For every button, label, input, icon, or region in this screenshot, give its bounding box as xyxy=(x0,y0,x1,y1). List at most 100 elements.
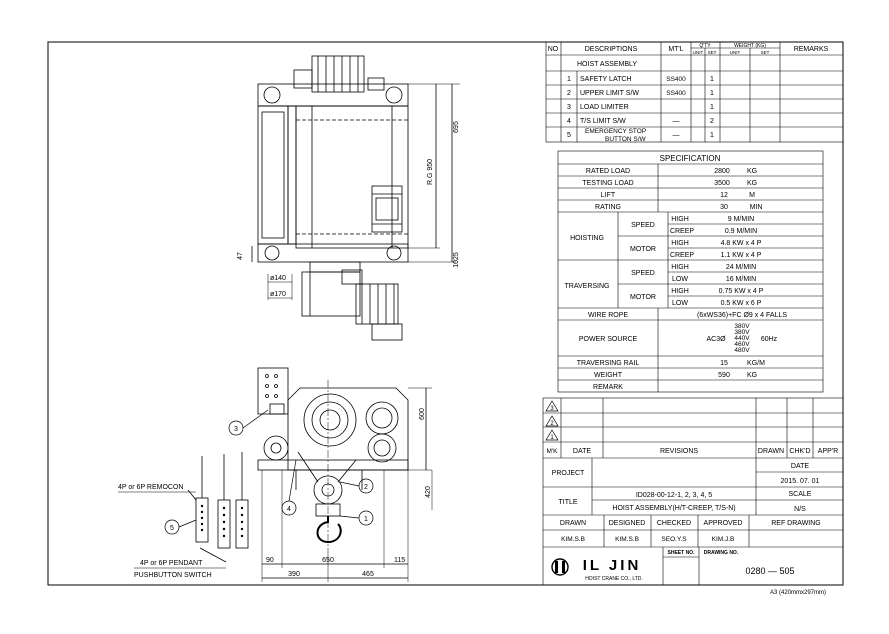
spec-rail-label: TRAVERSING RAIL xyxy=(577,360,640,367)
approved-header: APPROVED xyxy=(704,520,743,527)
bom-assembly: HOIST ASSEMBLY xyxy=(577,61,637,68)
spec-lift-label: LIFT xyxy=(601,192,616,199)
sheet-frame xyxy=(47,41,844,586)
callout-1: 1 xyxy=(364,516,368,523)
drawing-no-label: DRAWING NO. xyxy=(704,550,739,556)
bom-row-set: 1 xyxy=(710,104,714,111)
dim-600: 600 xyxy=(419,408,426,420)
spec-hoist-motor: MOTOR xyxy=(630,246,656,253)
spec-power-label: POWER SOURCE xyxy=(579,336,638,343)
rev-h-mk: M'K xyxy=(547,448,559,455)
dim-950: R.G 950 xyxy=(427,159,434,185)
bom-table xyxy=(545,41,844,143)
dim-115: 115 xyxy=(394,557,405,564)
rev-h-revisions: REVISIONS xyxy=(660,448,698,455)
title-line2: HOIST ASSEMBLY(H/T-CREEP, T/S-N) xyxy=(612,505,735,512)
bom-row-no: 5 xyxy=(567,132,571,139)
scale-label: SCALE xyxy=(789,491,812,498)
spec-testing-load-unit: KG xyxy=(747,180,757,187)
spec-trav-speed: SPEED xyxy=(631,270,655,277)
callout-2: 2 xyxy=(364,484,368,491)
spec-testing-load-value: 3500 xyxy=(714,180,730,187)
bom-row-no: 2 xyxy=(567,90,571,97)
bom-row-no: 1 xyxy=(567,76,571,83)
dim-1025: 1025 xyxy=(453,252,460,268)
revision-triangle-icon xyxy=(545,429,559,441)
bom-row-desc: SAFETY LATCH xyxy=(580,76,631,83)
spec-t-speed-high-label: HIGH xyxy=(671,264,689,271)
rev-h-appr: APP'R xyxy=(818,448,838,455)
spec-weight-unit: KG xyxy=(747,372,757,379)
hoist-front-view xyxy=(257,367,433,582)
bom-row-mtl: SS400 xyxy=(666,90,686,97)
spec-rated-load-value: 2800 xyxy=(714,168,730,175)
sheet-size-note: A3 (420mmx297mm) xyxy=(770,590,827,596)
company-name: IL JIN xyxy=(583,557,642,574)
callout-3: 3 xyxy=(234,426,238,433)
drawing-no-value: 0280 — 505 xyxy=(745,566,794,576)
dim-695: 695 xyxy=(453,121,460,133)
dim-90: 90 xyxy=(266,557,274,564)
remocon-label: 4P or 6P REMOCON xyxy=(118,484,184,491)
drawn-value: KIM.S.B xyxy=(561,536,585,543)
designed-value: KIM.S.B xyxy=(615,536,639,543)
spec-table xyxy=(557,150,824,393)
drawn-header: DRAWN xyxy=(560,520,586,527)
bom-row-no: 3 xyxy=(567,104,571,111)
spec-traversing: TRAVERSING xyxy=(565,283,610,290)
spec-h-speed-high: 9 M/MIN xyxy=(728,216,754,223)
revision-triangle-icon xyxy=(545,415,559,427)
spec-power-prefix: AC3Ø xyxy=(706,336,726,343)
bom-row-desc: LOAD LIMITER xyxy=(580,104,629,111)
bom-row-set: 1 xyxy=(710,90,714,97)
bom-row-mtl: — xyxy=(673,132,680,139)
dim-47: 47 xyxy=(237,252,244,260)
dim-phi140: ø140 xyxy=(270,275,286,282)
rev-mark: 3 xyxy=(550,406,554,412)
bom-h-mtl: MT'L xyxy=(668,46,683,53)
bom-row-desc: EMERGENCY STOP xyxy=(585,128,646,135)
bom-h-qty-set: SET xyxy=(708,50,717,55)
spec-testing-load-label: TESTING LOAD xyxy=(582,180,633,187)
spec-power-v3: 440V xyxy=(734,335,750,342)
callout-4: 4 xyxy=(287,506,291,513)
spec-rated-load-unit: KG xyxy=(747,168,757,175)
dim-390: 390 xyxy=(288,571,300,578)
spec-t-motor-high: 0.75 KW x 4 P xyxy=(719,288,764,295)
checked-value: SEO.Y.S xyxy=(661,536,687,543)
spec-t-motor-low-label: LOW xyxy=(672,300,688,307)
spec-h-speed-high-label: HIGH xyxy=(671,216,689,223)
title-block xyxy=(542,397,844,586)
spec-rating-value: 30 xyxy=(720,204,728,211)
date-value: 2015. 07. 01 xyxy=(781,478,820,485)
ref-drawing-header: REF DRAWING xyxy=(771,520,821,527)
bom-h-w-set: SET xyxy=(761,50,770,55)
spec-power-v4: 460V xyxy=(734,341,750,348)
bom-row-desc: T/S LIMIT S/W xyxy=(580,118,626,125)
spec-rail-value: 15 xyxy=(720,360,728,367)
bom-row-mtl: SS400 xyxy=(666,76,686,83)
spec-power-v1: 380V xyxy=(734,323,750,330)
rev-h-drawn: DRAWN xyxy=(758,448,784,455)
scale-value: N/S xyxy=(794,506,806,513)
spec-lift-value: 12 xyxy=(720,192,728,199)
bom-h-weight: WEIGHT (KG) xyxy=(734,43,766,49)
spec-wire-rope-value: (6xWS36)+FC Ø9 x 4 FALLS xyxy=(697,312,787,319)
spec-t-speed-high: 24 M/MIN xyxy=(726,264,756,271)
callouts xyxy=(164,409,374,535)
bom-h-w-unit: UNIT xyxy=(730,50,741,55)
sheet-no-label: SHEET NO. xyxy=(668,550,696,556)
dim-465: 465 xyxy=(362,571,374,578)
pendant-switches xyxy=(187,452,249,563)
approved-value: KIM.J.B xyxy=(712,536,735,543)
designed-header: DESIGNED xyxy=(609,520,646,527)
spec-rail-unit: KG/M xyxy=(747,360,765,367)
company-subtitle: HOIST CRANE CO., LTD. xyxy=(585,576,643,582)
spec-power-v5: 480V xyxy=(734,347,750,354)
spec-hoisting: HOISTING xyxy=(570,235,604,242)
spec-t-speed-low-label: LOW xyxy=(672,276,688,283)
revision-triangle-icon xyxy=(545,400,559,412)
bom-row-desc: UPPER LIMIT S/W xyxy=(580,90,639,97)
spec-h-motor-creep-label: CREEP xyxy=(670,252,694,259)
bom-h-desc: DESCRIPTIONS xyxy=(585,46,638,53)
